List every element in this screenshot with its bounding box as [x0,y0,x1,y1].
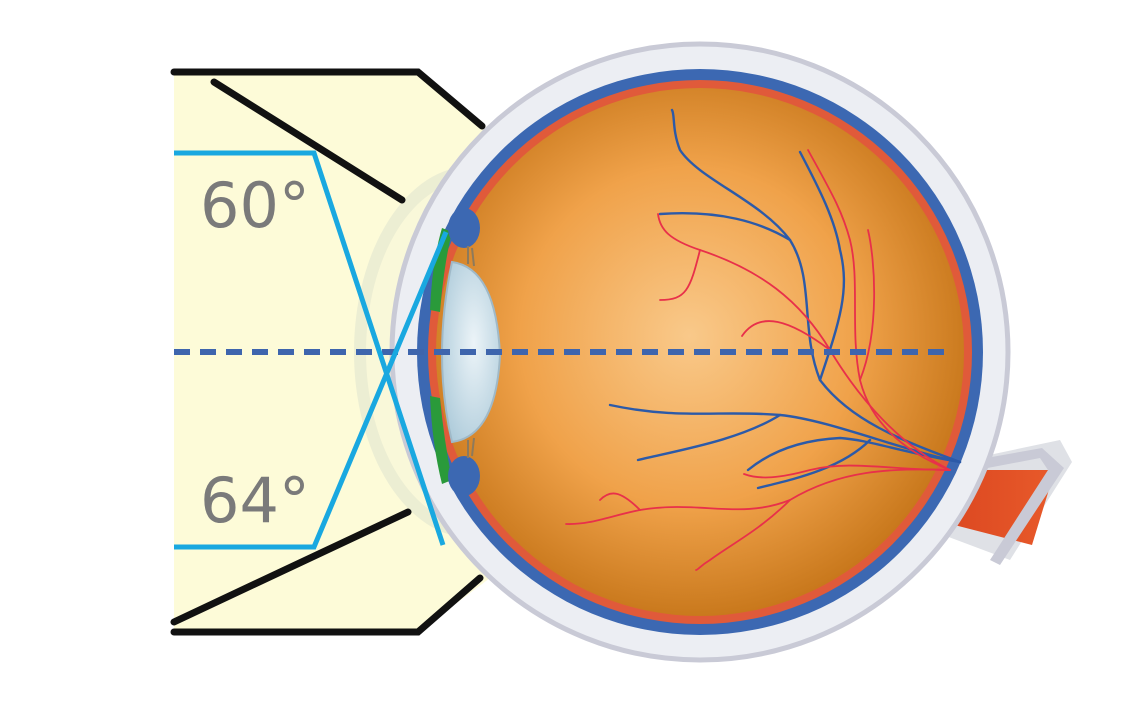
ciliary-body-upper [448,208,480,248]
zonule-fibers [467,246,475,458]
retinal-veins [608,108,962,490]
iris-upper [430,228,452,312]
orbit-frame [170,68,486,636]
cheek-line [170,508,412,626]
lower-angle-label: 64° [200,464,310,537]
retinal-arteries [565,149,951,571]
iris-lower [430,396,452,484]
lower-ray [174,231,449,550]
upper-angle-label: 60° [200,169,310,242]
ciliary-body-lower [448,456,480,496]
anterior-segment [430,208,502,496]
brow-line [210,78,406,204]
bottom-outline [170,574,484,636]
retinal-vessels [565,108,962,571]
upper-ray [174,150,446,546]
top-outline [170,68,486,130]
field-of-view-rays [174,150,449,550]
